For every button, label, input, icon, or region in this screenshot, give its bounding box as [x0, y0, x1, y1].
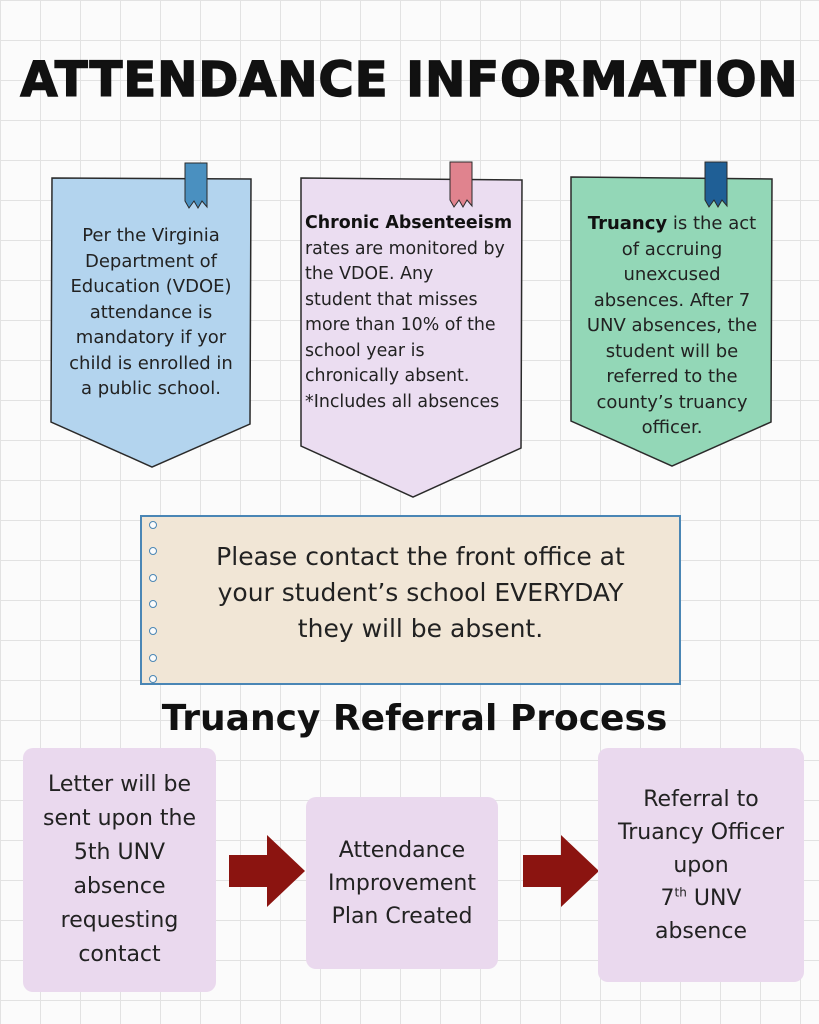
notebook-hole-icon [149, 574, 157, 582]
bookmark-ribbon-icon [704, 161, 728, 209]
bookmark-ribbon-icon [184, 162, 208, 210]
notice-text: Please contact the front office at your … [216, 542, 625, 643]
chronic-absenteeism-term: Chronic Absenteeism [305, 213, 513, 233]
notebook-hole-icon [149, 654, 157, 662]
banner-truancy-text: Truancy is the act of accruing unexcused… [586, 213, 758, 438]
notebook-hole-icon [149, 627, 157, 635]
process-step-letter: Letter will be sent upon the 5th UNV abs… [23, 748, 216, 992]
page-title: ATTENDANCE INFORMATION [20, 51, 799, 109]
process-step-truancy-referral: Referral to Truancy Officer upon 7th UNV… [598, 748, 804, 982]
banner-vdoe-text: Per the Virginia Department of Education… [69, 225, 233, 399]
banner-2-shape [300, 177, 523, 498]
banner-shapes [50, 161, 773, 498]
process-title: Truancy Referral Process [161, 698, 668, 739]
notebook-hole-icon [149, 675, 157, 683]
banner-1-shape [50, 177, 252, 468]
contact-office-notice: Please contact the front office at your … [140, 515, 681, 685]
notebook-hole-icon [149, 547, 157, 555]
notebook-hole-icon [149, 521, 157, 529]
truancy-term: Truancy [587, 213, 668, 234]
banner-chronic-absenteeism-text: Chronic Absenteeism rates are monitored … [305, 213, 513, 412]
arrow-right-icon [229, 835, 305, 907]
process-step-improvement-plan: Attendance Improvement Plan Created [306, 797, 498, 969]
bookmark-ribbon-icon [449, 161, 473, 209]
notebook-hole-icon [149, 600, 157, 608]
banner-3-shape [570, 176, 773, 467]
arrow-right-icon [523, 835, 599, 907]
